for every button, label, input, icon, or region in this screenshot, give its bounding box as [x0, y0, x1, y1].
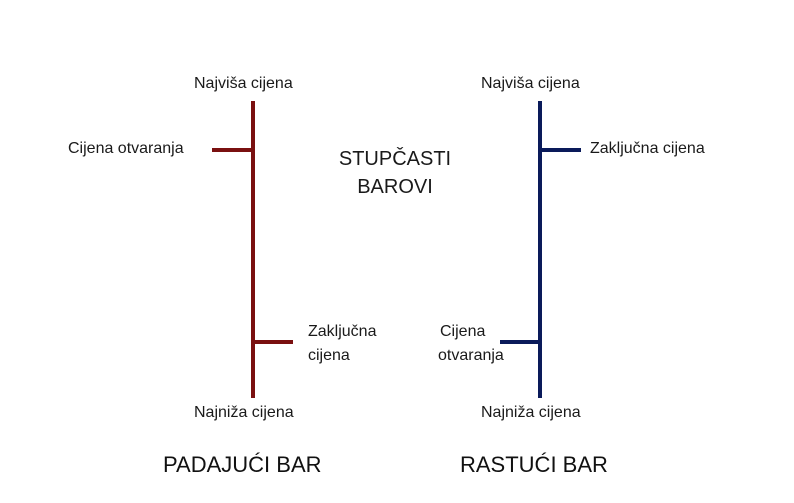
falling-bar-low-label: Najniža cijena: [194, 404, 294, 421]
rising-bar-high-label: Najviša cijena: [481, 75, 580, 92]
falling-bar-close-label-line1: Zaključna: [308, 323, 377, 340]
rising-bar-close-label: Zaključna cijena: [590, 140, 705, 157]
rising-bar-low-label: Najniža cijena: [481, 404, 581, 421]
falling-bar-open-label: Cijena otvaranja: [68, 140, 184, 157]
falling-bar-caption: PADAJUĆI BAR: [163, 452, 322, 477]
diagram-title-line1: STUPČASTI: [338, 148, 452, 170]
rising-bar-open-label-line1: Cijena: [440, 323, 486, 340]
falling-bar-close-label-line2: cijena: [308, 347, 350, 364]
rising-bar-caption: RASTUĆI BAR: [460, 452, 608, 477]
diagram-title-line2: BAROVI: [357, 176, 433, 198]
falling-bar-high-label: Najviša cijena: [194, 75, 293, 92]
rising-bar-open-label-line2: otvaranja: [438, 347, 504, 364]
